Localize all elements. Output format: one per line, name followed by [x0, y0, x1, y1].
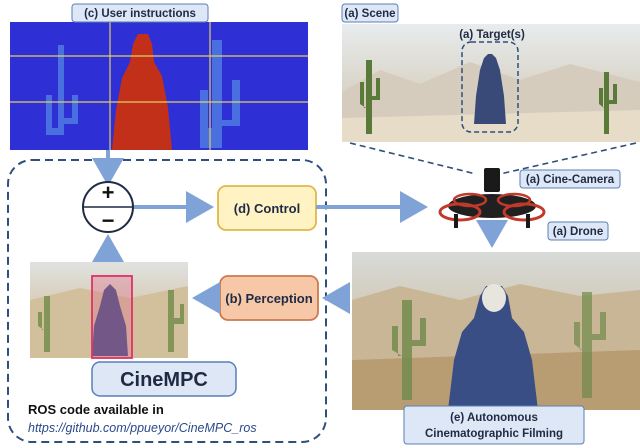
control-box: (d) Control	[217, 185, 317, 231]
svg-text:(d) Control: (d) Control	[234, 201, 300, 216]
svg-text:Cinematographic Filming: Cinematographic Filming	[425, 428, 563, 440]
cinempc-container	[7, 159, 327, 443]
svg-text:(b) Perception: (b) Perception	[225, 291, 312, 306]
perception-image	[30, 262, 188, 359]
perception-box: (b) Perception	[219, 275, 319, 321]
svg-text:(a) Drone: (a) Drone	[553, 226, 603, 238]
minus-sign: −	[102, 208, 115, 233]
cine-camera-label: (a) Cine-Camera	[519, 169, 621, 189]
drone-label: (a) Drone	[547, 221, 609, 241]
targets-label: (a) Target(s)	[459, 29, 525, 41]
filming-image	[352, 252, 640, 410]
summation-node: + −	[82, 180, 134, 233]
ros-text: ROS code available in	[28, 402, 164, 417]
view-line-right	[499, 142, 637, 175]
svg-text:(a) Target(s): (a) Target(s)	[459, 29, 525, 41]
scene-label: (a) Scene	[341, 3, 399, 23]
svg-text:(a) Scene: (a) Scene	[344, 8, 395, 20]
drone-icon	[438, 168, 546, 228]
filming-label: (e) Autonomous Cinematographic Filming	[403, 405, 585, 445]
svg-text:CineMPC: CineMPC	[120, 369, 208, 391]
svg-text:(c) User instructions: (c) User instructions	[84, 8, 196, 20]
depth-image	[10, 22, 308, 150]
svg-text:(e) Autonomous: (e) Autonomous	[450, 412, 538, 424]
plus-sign: +	[102, 180, 115, 205]
svg-text:(a) Cine-Camera: (a) Cine-Camera	[526, 174, 615, 186]
scene-image	[342, 24, 640, 142]
ros-link[interactable]: https://github.com/ppueyor/CineMPC_ros	[28, 421, 257, 435]
view-line-left	[349, 142, 477, 175]
user-instructions-label: (c) User instructions	[71, 3, 209, 23]
cinempc-label: CineMPC	[91, 361, 237, 397]
